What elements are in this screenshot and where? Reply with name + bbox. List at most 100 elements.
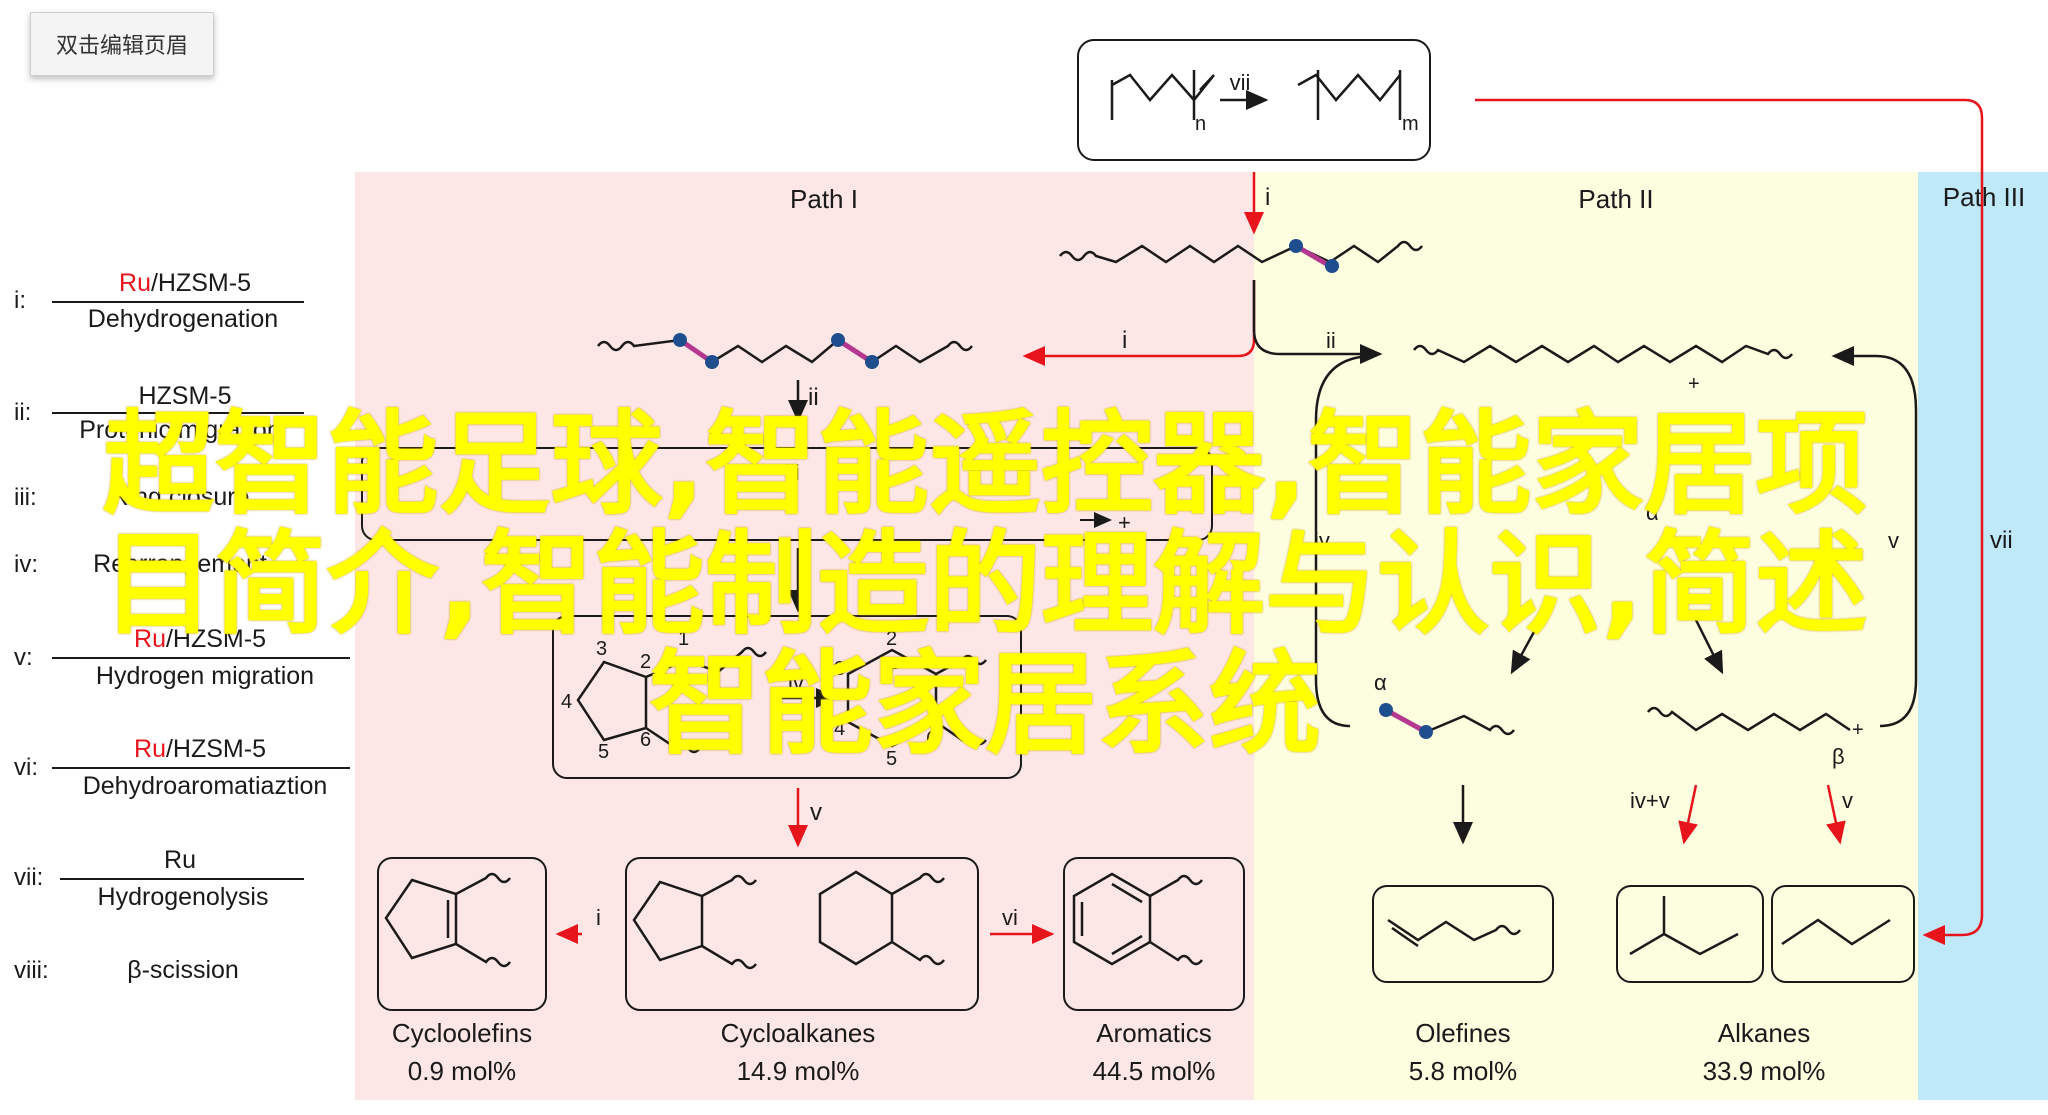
- legend-item-iv: iv: Rearrangement: [14, 550, 267, 578]
- svg-text:Ru/HZSM-5: Ru/HZSM-5: [134, 625, 266, 653]
- product-name: Cycloalkanes: [721, 1018, 876, 1048]
- product-value: 0.9 mol%: [408, 1056, 516, 1086]
- legend-reaction: Dehydrogenation: [88, 305, 278, 333]
- svg-text:5: 5: [598, 741, 609, 763]
- svg-text:vi:: vi:: [14, 754, 38, 781]
- path-1-panel: [355, 172, 1254, 1100]
- svg-text:β-scission: β-scission: [127, 956, 239, 984]
- svg-text:β: β: [1832, 744, 1845, 769]
- legend-item-i: i: Ru/HZSM-5 Dehydrogenation: [14, 269, 304, 333]
- svg-text:v: v: [1888, 528, 1899, 553]
- svg-text:Ru: Ru: [164, 846, 196, 874]
- carbocation-chain: [1413, 344, 1793, 364]
- product-name: Alkanes: [1718, 1018, 1811, 1048]
- legend: i: Ru/HZSM-5 Dehydrogenation ii: HZSM-5 …: [14, 269, 350, 984]
- product-name: Cycloolefins: [392, 1018, 532, 1048]
- step-i-arrow-left: [1022, 280, 1256, 366]
- svg-text:Hydrogenolysis: Hydrogenolysis: [98, 883, 269, 911]
- svg-text:Rearrangement: Rearrangement: [93, 550, 267, 578]
- svg-text:iv: iv: [788, 670, 804, 695]
- svg-text:vii:: vii:: [14, 864, 43, 891]
- svg-text:Hydrogen migration: Hydrogen migration: [96, 662, 314, 690]
- svg-text:3: 3: [834, 658, 845, 680]
- svg-text:ii: ii: [1326, 328, 1336, 353]
- olefin-chain-top: [1059, 240, 1423, 264]
- product-value: 33.9 mol%: [1703, 1056, 1826, 1086]
- path-2-panel: [1254, 172, 1918, 1100]
- legend-item-vi: vi: Ru/HZSM-5 Dehydroaromatiaztion: [14, 735, 350, 800]
- svg-text:2: 2: [886, 628, 897, 650]
- diene-chain: [597, 338, 973, 364]
- svg-text:iii:: iii:: [14, 484, 37, 511]
- svg-text:vi: vi: [1002, 905, 1018, 930]
- svg-text:m: m: [1402, 113, 1419, 135]
- alkanes-box-2: [1771, 885, 1915, 983]
- svg-text:6: 6: [926, 728, 937, 750]
- svg-text:vii: vii: [1230, 70, 1251, 95]
- svg-text:Protonic migration: Protonic migration: [79, 416, 280, 444]
- svg-text:viii:: viii:: [14, 957, 49, 984]
- olefines-box: [1372, 885, 1554, 983]
- legend-catalyst: /HZSM-5: [151, 269, 251, 297]
- ring-rearrangement-box: 1 2 3 4 5 6 + iv 2 3 4 5 6 +: [552, 615, 1022, 779]
- svg-text:v:: v:: [14, 644, 33, 671]
- product-name: Aromatics: [1096, 1018, 1212, 1048]
- cycloolefins-box: [377, 857, 547, 1011]
- svg-text:iv+v: iv+v: [1630, 788, 1670, 813]
- product-value: 14.9 mol%: [737, 1056, 860, 1086]
- product-labels: Cycloolefins 0.9 mol% Cycloalkanes 14.9 …: [392, 1018, 1826, 1086]
- svg-text:i: i: [1122, 327, 1127, 354]
- svg-text:4: 4: [561, 691, 572, 713]
- svg-text:Ring closure: Ring closure: [111, 483, 250, 511]
- svg-text:2: 2: [640, 651, 651, 673]
- legend-item-viii: viii: β-scission: [14, 956, 239, 984]
- svg-text:n: n: [1195, 113, 1206, 135]
- svg-text:Ru/HZSM-5: Ru/HZSM-5: [119, 269, 251, 297]
- svg-text:1: 1: [678, 628, 689, 650]
- svg-text:α: α: [1374, 670, 1387, 695]
- cycloalkanes-box: [625, 857, 979, 1011]
- legend-item-ii: ii: HZSM-5 Protonic migration: [14, 382, 304, 444]
- alkanes-box-1: [1616, 885, 1764, 983]
- svg-text:i: i: [1265, 184, 1270, 211]
- edit-header-button[interactable]: 双击编辑页眉: [30, 12, 214, 76]
- svg-text:4: 4: [834, 718, 845, 740]
- svg-text:3: 3: [596, 638, 607, 660]
- path-3-arrow: [1475, 98, 1984, 945]
- legend-item-iii: iii: Ring closure: [14, 483, 249, 511]
- svg-text:v: v: [1842, 788, 1853, 813]
- svg-text:+: +: [1852, 719, 1864, 741]
- svg-text:i: i: [596, 905, 601, 930]
- product-name: Olefines: [1415, 1018, 1510, 1048]
- legend-item-v: v: Ru/HZSM-5 Hydrogen migration: [14, 625, 350, 690]
- svg-text:Ru/HZSM-5: Ru/HZSM-5: [134, 735, 266, 763]
- svg-text:iv: iv: [1314, 528, 1330, 553]
- product-value: 5.8 mol%: [1409, 1056, 1517, 1086]
- svg-text:+: +: [678, 655, 690, 677]
- legend-catalyst-red: Ru: [119, 269, 151, 297]
- svg-text:+: +: [1118, 510, 1131, 535]
- svg-text:5: 5: [886, 748, 897, 770]
- svg-text:vii: vii: [1990, 527, 2013, 554]
- legend-num: i:: [14, 287, 26, 314]
- svg-text:Dehydroaromatiaztion: Dehydroaromatiaztion: [83, 772, 328, 800]
- path-3-title: Path III: [1943, 182, 2025, 212]
- svg-text:ii:: ii:: [14, 399, 31, 426]
- path-1-title: Path I: [790, 184, 858, 214]
- product-value: 44.5 mol%: [1093, 1056, 1216, 1086]
- aromatics-box: [1063, 857, 1245, 1011]
- path-2-cycle: [1314, 354, 1375, 728]
- svg-text:iv:: iv:: [14, 551, 38, 578]
- svg-text:v: v: [810, 799, 822, 826]
- svg-text:α: α: [1646, 500, 1659, 525]
- legend-item-vii: vii: Ru Hydrogenolysis: [14, 846, 304, 911]
- svg-text:iii: iii: [785, 460, 800, 485]
- path-2-title: Path II: [1578, 184, 1653, 214]
- svg-text:+: +: [886, 658, 898, 680]
- svg-text:+: +: [1688, 373, 1700, 395]
- intermediate-box: [361, 447, 1213, 541]
- svg-text:HZSM-5: HZSM-5: [138, 382, 231, 410]
- polymer-box: n vii m: [1077, 39, 1431, 161]
